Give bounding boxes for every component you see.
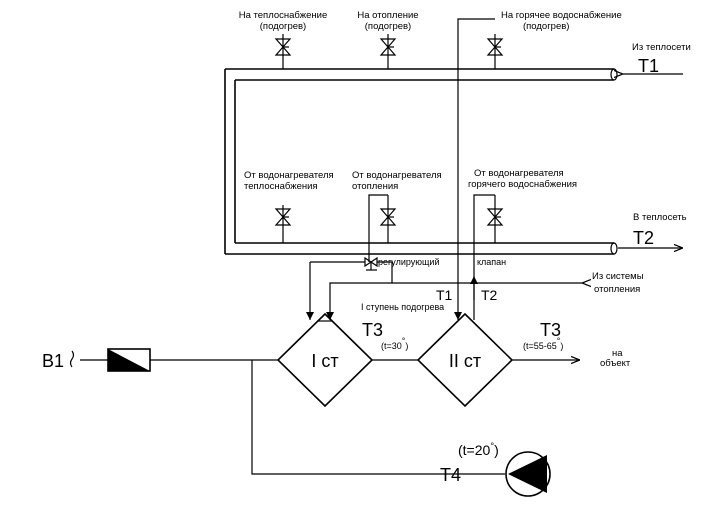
label-valve-bottom-heat-supply-1: От водонагревателя [244, 170, 334, 181]
label-valve-top-heat-supply-2: (подогрев) [260, 21, 306, 32]
label-t3-left-temp: (t=30°) [381, 336, 408, 351]
label-heating-return-1: Из системы [592, 271, 644, 282]
label-valve-top-heating-1: На отопление [357, 10, 418, 21]
label-stage1: I ступень подогрева [361, 302, 444, 312]
label-to-object-1: на [612, 348, 623, 359]
valve-bottom-heat-supply [274, 205, 292, 243]
label-t2: Т2 [633, 228, 654, 248]
label-valve-bottom-heat-supply-2: теплоснабжения [244, 181, 318, 192]
label-control-valve-1: регулирующий [378, 257, 440, 267]
label-inlet-b1: В1 [42, 351, 64, 371]
supply-header-t1 [224, 68, 683, 254]
label-valve-top-heating-2: (подогрев) [365, 21, 411, 32]
water-meter [107, 348, 151, 372]
valve-bottom-hot-water [486, 195, 504, 243]
label-t4-temp: (t=20°) [458, 441, 499, 458]
svg-text:(t=30°): (t=30°) [381, 336, 408, 351]
label-to-object-2: объект [600, 358, 631, 369]
riser-t2 [470, 194, 495, 320]
main-water-line [69, 350, 580, 368]
label-from-network: Из теплосети [632, 42, 691, 53]
heater-stage-1 [276, 312, 374, 408]
heater-stage-2 [416, 312, 514, 408]
label-valve-top-hot-water-1: На горячее водоснабжение [501, 10, 622, 21]
svg-text:(t=20°): (t=20°) [458, 441, 499, 458]
return-header-t2 [225, 80, 683, 255]
label-t1: Т1 [638, 56, 659, 76]
label-valve-bottom-heating-1: От водонагревателя [352, 170, 442, 181]
control-valve [306, 256, 392, 320]
label-valve-bottom-heating-2: отопления [352, 181, 398, 192]
label-control-valve-2: клапан [477, 257, 506, 267]
label-heater-1: I ст [311, 351, 338, 371]
label-riser-t2: Т2 [481, 287, 498, 303]
label-to-network: В теплосеть [633, 212, 687, 223]
heating-loop-pipe [326, 194, 393, 320]
valve-top-hot-water [486, 34, 504, 69]
label-t4: Т4 [440, 465, 461, 485]
label-riser-t1: Т1 [436, 287, 453, 303]
svg-text:(t=55-65°): (t=55-65°) [523, 336, 563, 351]
circulation-pump [505, 451, 551, 497]
label-heater-2: II ст [449, 351, 481, 371]
valve-top-heat-supply [274, 34, 292, 69]
label-t3-right: Т3 [540, 320, 561, 340]
riser-t1 [454, 18, 495, 320]
valve-top-heating [379, 34, 397, 69]
label-heating-return-2: отопления [594, 284, 640, 295]
label-t3-left: Т3 [362, 320, 383, 340]
valve-bottom-heating [379, 195, 397, 243]
label-valve-top-heat-supply-1: На теплоснабжение [239, 10, 327, 21]
label-valve-top-hot-water-2: (подогрев) [523, 21, 569, 32]
label-valve-bottom-hot-water-2: горячего водоснабжения [468, 179, 577, 190]
label-t3-right-temp: (t=55-65°) [523, 336, 563, 351]
label-valve-bottom-hot-water-1: От водонагревателя [474, 168, 564, 179]
circulation-line-t4 [251, 360, 505, 475]
